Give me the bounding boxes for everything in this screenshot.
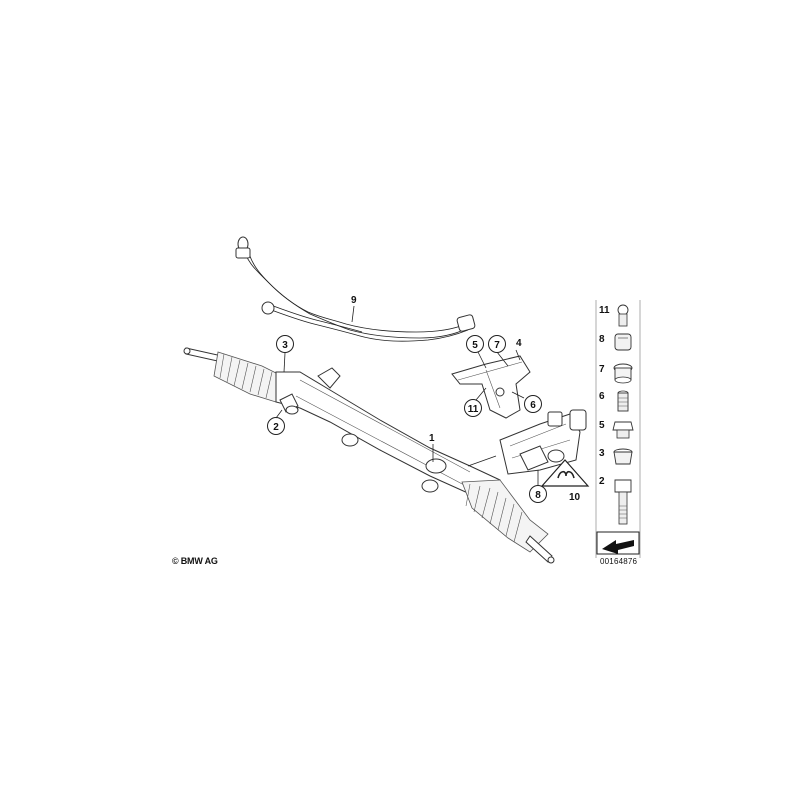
callout-label: 8 <box>535 490 541 501</box>
bolt-icon <box>617 304 629 327</box>
callout-9: 9 <box>351 295 357 306</box>
collar-nut-icon <box>613 448 633 465</box>
callout-label: 4 <box>516 338 522 349</box>
legend-number: 7 <box>599 364 605 375</box>
reference-number: 00164876 <box>600 557 638 566</box>
legend-number: 2 <box>599 476 605 487</box>
grommet-icon <box>613 363 633 384</box>
callout-2: 2 <box>267 409 285 435</box>
bracket-assembly <box>451 349 531 419</box>
callout-label: 9 <box>351 295 357 306</box>
copyright-text: © BMW AG <box>172 556 218 566</box>
legend-number: 3 <box>599 448 605 459</box>
callout-label: 5 <box>472 340 478 351</box>
hydraulic-lines <box>235 236 476 342</box>
steering-gear <box>183 347 587 564</box>
callout-label: 3 <box>282 340 288 351</box>
fastener-legend: 11 8 7 6 5 3 <box>595 300 641 558</box>
callout-5: 5 <box>466 335 484 353</box>
callout-label: 11 <box>468 404 479 415</box>
legend-number: 8 <box>599 334 605 345</box>
callout-label: 2 <box>273 422 279 433</box>
callout-label: 1 <box>429 433 435 444</box>
warning-triangle <box>540 459 590 487</box>
legend-number: 5 <box>599 420 605 431</box>
callout-label: 10 <box>569 492 581 503</box>
callout-8: 8 <box>529 470 547 503</box>
callout-6: 6 <box>524 395 542 413</box>
hex-nut-icon <box>612 421 634 439</box>
hex-bolt-icon <box>614 479 632 525</box>
callout-label: 7 <box>494 340 500 351</box>
callout-7: 7 <box>488 335 506 353</box>
arrow-icon <box>596 531 640 555</box>
legend-number: 6 <box>599 391 605 402</box>
stud-icon <box>617 390 629 412</box>
clip-nut-icon <box>614 333 632 351</box>
callout-label: 6 <box>530 400 536 411</box>
callout-11: 11 <box>464 399 482 417</box>
legend-number: 11 <box>599 305 610 316</box>
callout-10: 10 <box>569 492 581 503</box>
callout-4: 4 <box>516 338 522 349</box>
callout-1: 1 <box>429 433 435 444</box>
callout-3: 3 <box>276 335 294 373</box>
